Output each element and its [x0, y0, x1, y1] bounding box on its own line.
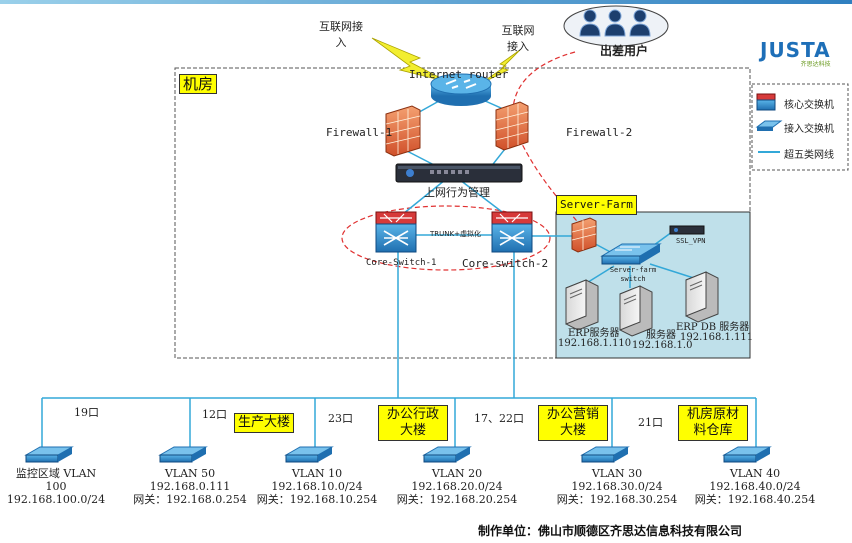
core-switch-2-icon: [491, 211, 533, 253]
internet-access-right-label: 互联网接入: [501, 24, 535, 53]
ssl-vpn-appliance-icon: [669, 225, 705, 235]
building-production-label: 生产大楼: [234, 413, 295, 433]
vlan-gateway: 网关：192.168.20.254: [396, 493, 518, 506]
access-switch-icon: [580, 446, 630, 463]
trunk-virtualization-ellipse: [341, 205, 551, 271]
behavior-management-label: 上网行为管理: [424, 186, 490, 199]
core-switch-1-icon: [375, 211, 417, 253]
access-switch-icon: [158, 446, 208, 463]
vlan-subnet: 192.168.20.0/24: [411, 480, 503, 493]
company-logo: JUSTA 齐思达科技: [760, 38, 831, 68]
erp-server-name: ERP服务器: [568, 328, 620, 339]
vlan-gateway: 网关：192.168.40.254: [694, 493, 816, 506]
vlan-name: 监控区域 VLAN 100: [15, 467, 97, 493]
vlan-gateway: 网关：192.168.0.254: [133, 493, 247, 506]
vlan-name: VLAN 20: [431, 467, 483, 480]
legend-access-switch-label: 接入交换机: [784, 124, 834, 135]
user-icon: [579, 9, 651, 37]
vlan-subnet: 192.168.30.0/24: [571, 480, 663, 493]
building-office-admin-label: 办公行政大楼: [378, 405, 448, 441]
legend-core-switch-label: 核心交换机: [784, 100, 834, 111]
core-switch-1-label: Core-Switch-1: [366, 258, 437, 268]
access-switch-icon: [722, 446, 772, 463]
server-farm-switch-icon: [600, 243, 662, 265]
vlan-subnet: 192.168.40.0/24: [709, 480, 801, 493]
trunk-label: TRUNK+虚拟化: [430, 230, 481, 238]
server-2-icon: [619, 285, 653, 337]
internet-router-label: Internet router: [409, 68, 509, 81]
port-label: 23口: [328, 412, 353, 425]
core-switch-2-label: Core-switch-2: [462, 257, 549, 270]
vlan-gateway: 网关：192.168.30.254: [556, 493, 678, 506]
erp-server-icon: [565, 279, 599, 331]
port-label: 17、22口: [474, 412, 524, 425]
legend-cable-label: 超五类网线: [784, 150, 834, 161]
firewall-1-icon: [385, 105, 421, 157]
link-farmsw-erp: [584, 265, 615, 285]
server-2-name: 服务器: [646, 330, 676, 341]
server-farm-firewall-icon: [571, 217, 597, 253]
vlan-block: VLAN 10 192.168.10.0/24 网关：192.168.10.25…: [252, 467, 382, 506]
building-warehouse-label: 机房原材料仓库: [678, 405, 748, 441]
vlan-subnet: 192.168.10.0/24: [271, 480, 363, 493]
access-switch-icon: [422, 446, 472, 463]
internet-access-left-label: 互联网接入: [319, 20, 363, 49]
vlan-block: VLAN 30 192.168.30.0/24 网关：192.168.30.25…: [552, 467, 682, 506]
firewall-2-icon: [495, 101, 529, 151]
vlan-name: VLAN 10: [291, 467, 343, 480]
vlan-name: VLAN 50: [164, 467, 216, 480]
vlan-name: VLAN 40: [729, 467, 781, 480]
vlan-block: VLAN 20 192.168.20.0/24 网关：192.168.20.25…: [392, 467, 522, 506]
port-label: 12口: [202, 408, 227, 421]
machine-room-title: 机房: [179, 74, 218, 94]
building-office-sales-label: 办公营销大楼: [538, 405, 608, 441]
access-switch-icon: [284, 446, 334, 463]
internet-router-icon: [430, 73, 492, 106]
port-label: 19口: [74, 406, 99, 419]
behavior-management-appliance-icon: [395, 163, 523, 183]
firewall-2-label: Firewall-2: [566, 126, 633, 139]
ssl-vpn-label: SSL_VPN: [676, 237, 706, 245]
erp-db-server-name: ERP DB 服务器: [676, 322, 750, 333]
erp-db-server-icon: [685, 271, 719, 323]
legend-core-switch-icon: [756, 93, 776, 111]
erp-db-server-ip: 192.168.1.111: [680, 332, 754, 343]
vlan-name: VLAN 30: [591, 467, 643, 480]
server-farm-title: Server-Farm: [556, 195, 637, 215]
vlan-block: 监控区域 VLAN 100 192.168.100.0/24: [4, 467, 108, 506]
logo-subtitle: 齐思达科技: [800, 61, 831, 68]
footer-credit: 制作单位：佛山市顺德区齐思达信息科技有限公司: [478, 524, 743, 538]
server-farm-switch-label: Server-farm switch: [609, 266, 657, 283]
legend-access-switch-icon: [755, 120, 783, 131]
access-switch-icon: [24, 446, 74, 463]
remote-users-label: 出差用户: [600, 44, 649, 58]
vlan-subnet: 192.168.0.111: [149, 480, 231, 493]
port-label: 21口: [638, 416, 663, 429]
top-banner-strip: [0, 0, 852, 4]
firewall-1-label: Firewall-1: [326, 126, 393, 139]
vlan-block: VLAN 40 192.168.40.0/24 网关：192.168.40.25…: [690, 467, 820, 506]
vlan-subnet: 192.168.100.0/24: [6, 493, 106, 506]
vlan-block: VLAN 50 192.168.0.111 网关：192.168.0.254: [128, 467, 252, 506]
erp-server-ip: 192.168.1.110: [558, 338, 632, 349]
vlan-gateway: 网关：192.168.10.254: [256, 493, 378, 506]
logo-brand: JUSTA: [760, 38, 831, 62]
server-2-ip: 192.168.1.0: [632, 340, 693, 351]
